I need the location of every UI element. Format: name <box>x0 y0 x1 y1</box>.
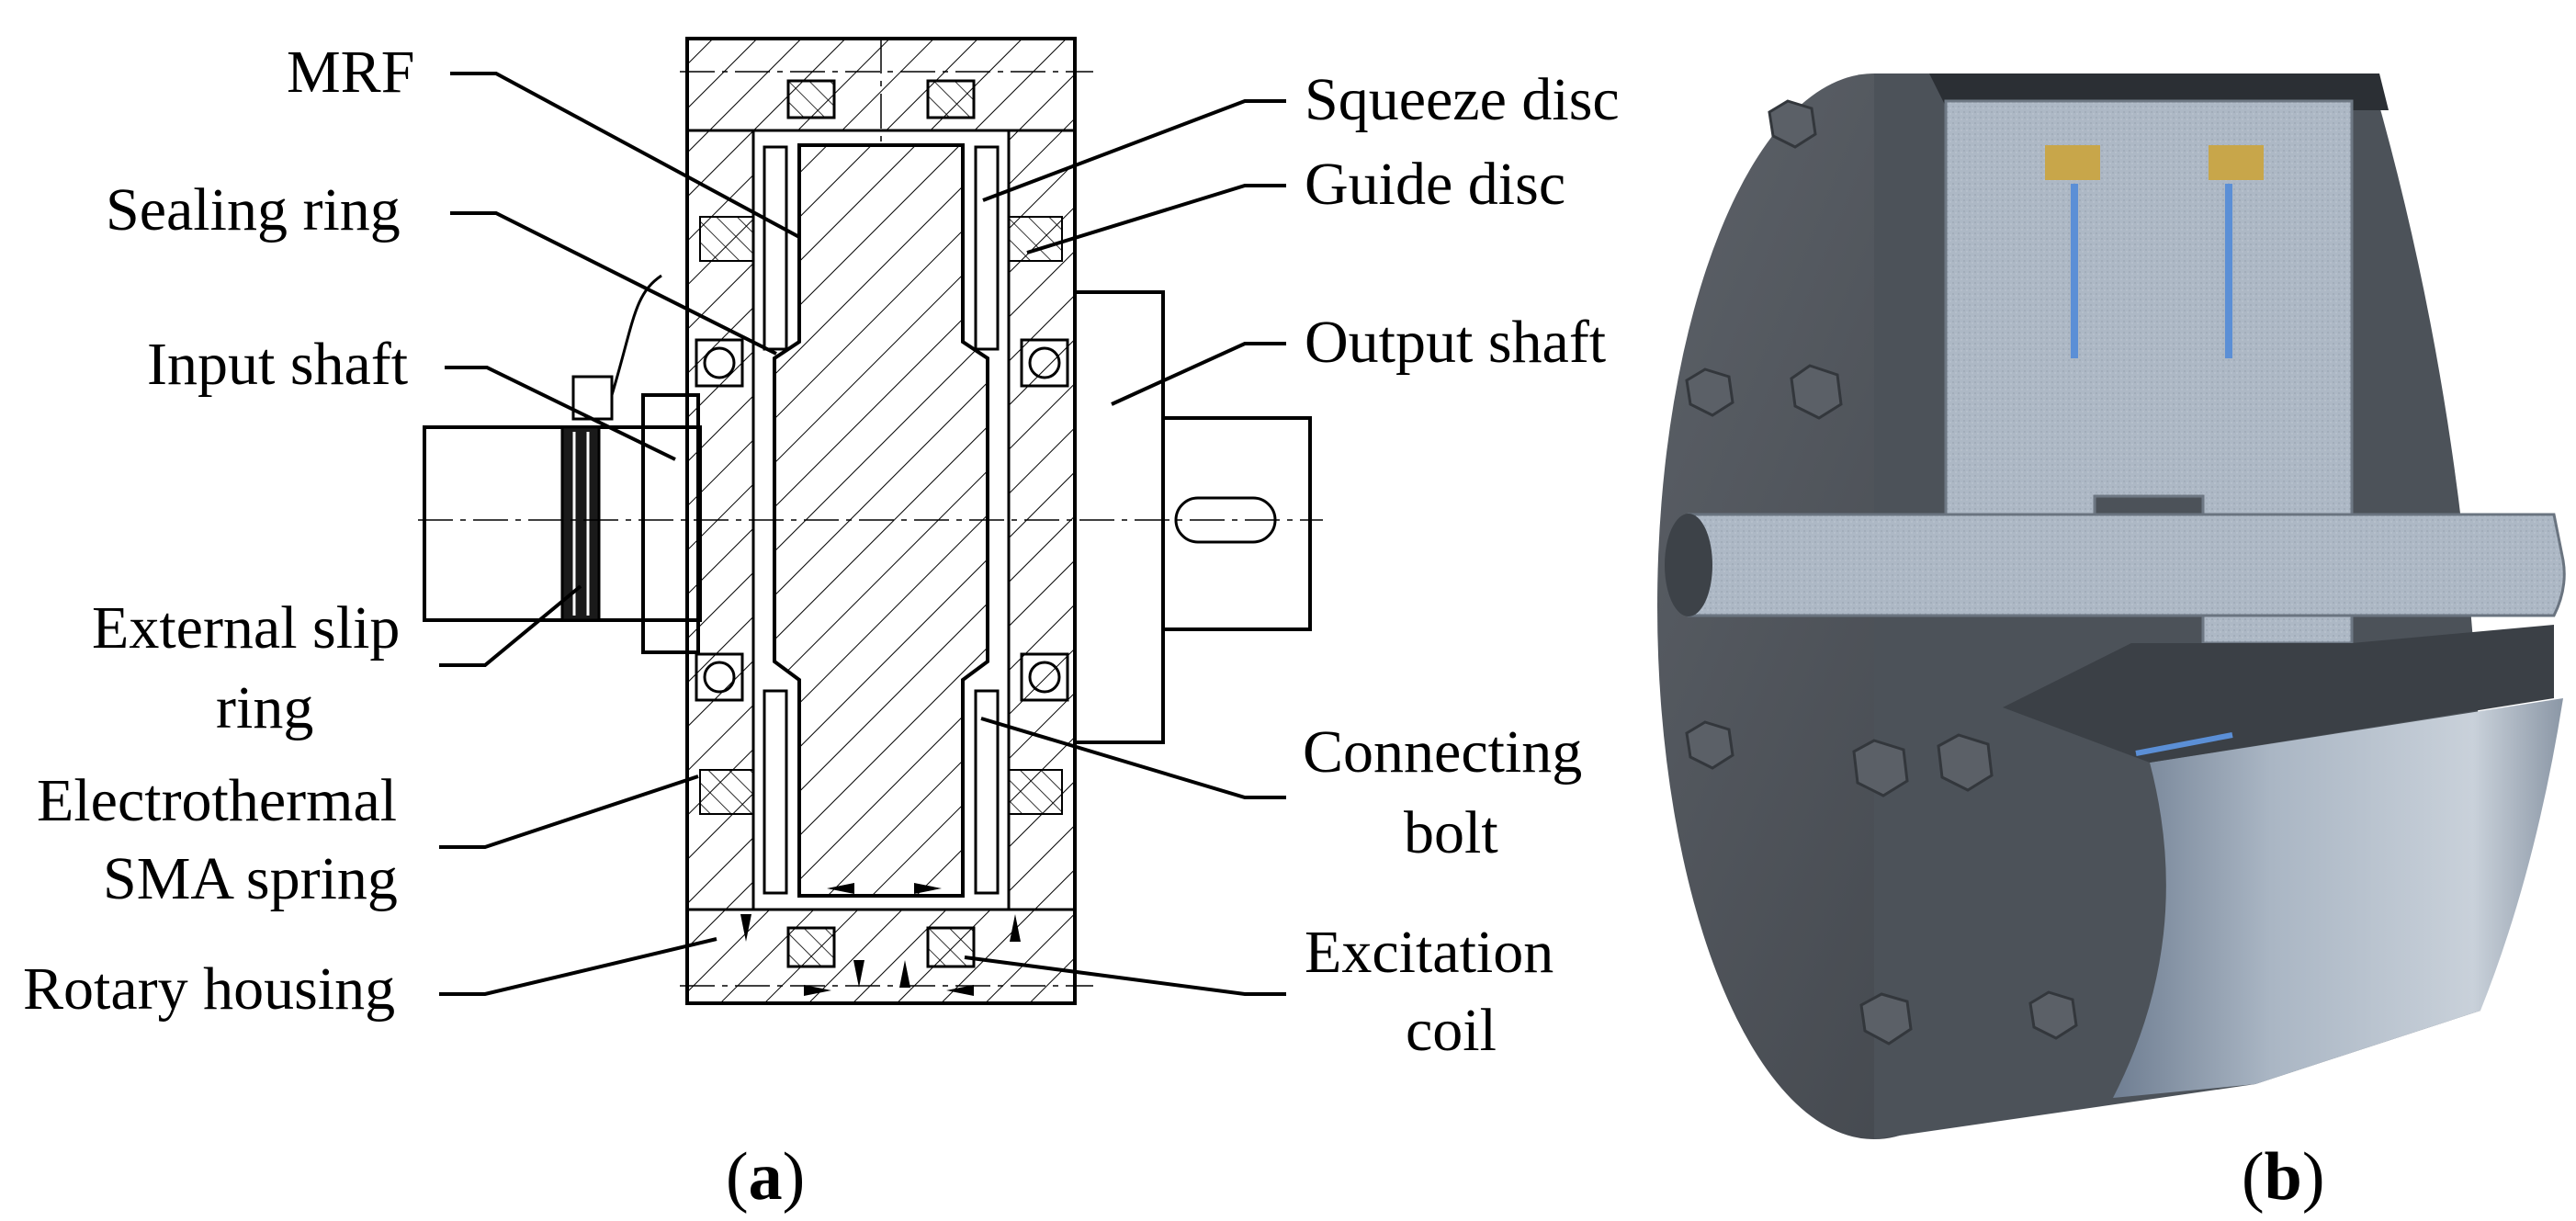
output-shaft <box>1073 290 1165 744</box>
caption-b-close: ) <box>2302 1139 2325 1215</box>
label-external-slip-ring-1: External slip <box>92 594 400 661</box>
cross-section-drawing <box>418 37 1323 1005</box>
label-connecting-bolt-2: bolt <box>1404 799 1498 866</box>
caption-a-close: ) <box>783 1139 806 1215</box>
label-squeeze-disc: Squeeze disc <box>1305 66 1620 133</box>
left-callouts: MRF Sealing ring Input shaft External sl… <box>23 39 800 1023</box>
label-rotary-housing: Rotary housing <box>23 955 395 1023</box>
label-mrf: MRF <box>287 39 414 106</box>
right-callouts: Squeeze disc Guide disc Output shaft Con… <box>964 66 1620 1064</box>
bearing-lower-right <box>1020 652 1069 702</box>
caption-a-open: ( <box>726 1139 749 1215</box>
label-excitation-coil-2: coil <box>1406 997 1497 1064</box>
label-connecting-bolt-1: Connecting <box>1303 718 1582 786</box>
excitation-coil-bottom-right <box>926 926 976 968</box>
label-sma-spring-1: Electrothermal <box>37 767 397 834</box>
label-sma-spring-2: SMA spring <box>103 845 398 912</box>
caption-b-letter: b <box>2265 1139 2302 1215</box>
svg-text:(b): (b) <box>2242 1139 2324 1215</box>
excitation-coil-bottom-left <box>786 926 836 968</box>
bearing-lower-left <box>695 652 744 702</box>
caption-b-open: ( <box>2242 1139 2265 1215</box>
sma-spring-upper-left <box>699 216 754 262</box>
cutaway-render <box>1657 73 2566 1139</box>
label-sealing-ring: Sealing ring <box>106 176 401 243</box>
sma-spring-lower-left <box>699 769 754 815</box>
sma-spring-lower-right <box>1008 769 1063 815</box>
copper-plate-1 <box>2045 145 2100 180</box>
svg-text:(a): (a) <box>726 1139 805 1215</box>
label-excitation-coil-1: Excitation <box>1305 919 1554 986</box>
squeeze-disc-left-lower <box>763 689 788 895</box>
caption-a-letter: a <box>749 1139 783 1215</box>
housing-wall-bottom <box>685 908 1077 1005</box>
bolt-heads <box>1685 99 2078 1046</box>
flux-arrows <box>740 883 1021 996</box>
label-output-shaft: Output shaft <box>1305 309 1606 376</box>
label-guide-disc: Guide disc <box>1305 151 1565 218</box>
squeeze-disc-right-lower <box>974 689 1000 895</box>
drum-curved-surface <box>2113 698 2563 1098</box>
output-shaft-end <box>1161 416 1312 631</box>
bearing-upper-right <box>1020 338 1069 388</box>
through-shaft <box>1677 513 2566 617</box>
blue-strip-2 <box>2225 184 2232 358</box>
sma-spring-upper-right <box>1008 216 1063 262</box>
label-external-slip-ring-2: ring <box>216 674 313 741</box>
copper-plate-2 <box>2209 145 2264 180</box>
excitation-coil-top-right <box>926 79 976 119</box>
caption-a: (a) <box>726 1139 805 1215</box>
input-shaft-hub <box>641 393 700 654</box>
squeeze-disc-right <box>974 145 1000 351</box>
blue-strip-1 <box>2071 184 2078 358</box>
caption-b: (b) <box>2242 1139 2324 1215</box>
excitation-coil-top-left <box>786 79 836 119</box>
squeeze-disc-left <box>763 145 788 351</box>
bearing-upper-left <box>695 338 744 388</box>
label-input-shaft: Input shaft <box>147 331 408 398</box>
external-slip-ring <box>560 425 601 622</box>
